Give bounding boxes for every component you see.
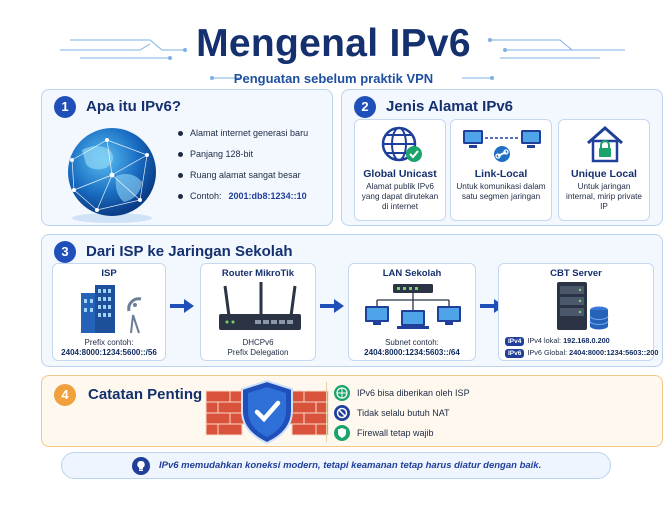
card-title: Unique Local: [571, 168, 637, 180]
bullet-item: Ruang alamat sangat besar: [178, 170, 301, 180]
card-unique-local: Unique Local Untuk jaringan internal, mi…: [558, 119, 650, 221]
section-number-1: 1: [54, 96, 76, 118]
section-4-title: Catatan Penting: [88, 386, 203, 403]
node-desc: Prefix Delegation: [227, 348, 289, 357]
globe-check-icon: [381, 126, 422, 162]
example-address: 2001:db8:1234::10: [228, 191, 307, 201]
card-title: Global Unicast: [363, 168, 437, 180]
card-description: Alamat publik IPv6 yang dapat dirutekan …: [361, 182, 439, 211]
ipv6-badge: IPv6: [505, 349, 525, 358]
node-title: LAN Sekolah: [382, 268, 442, 279]
section-2-title: Jenis Alamat IPv6: [386, 98, 514, 115]
firewall-shield-icon: [205, 379, 329, 445]
section-isp-to-school: 3 Dari ISP ke Jaringan Sekolah ISP Prefi…: [41, 234, 663, 367]
card-link-local: Link-Local Untuk komunikasi dalam satu s…: [450, 119, 552, 221]
house-lock-icon: [587, 125, 623, 163]
section-3-title: Dari ISP ke Jaringan Sekolah: [86, 243, 293, 260]
footer-text: IPv6 memudahkan koneksi modern, tetapi k…: [159, 460, 542, 471]
bullet-example: Contoh:2001:db8:1234::10: [178, 191, 307, 201]
router-icon: [219, 282, 301, 330]
section-1-title: Apa itu IPv6?: [86, 98, 182, 115]
isp-prefix: 2404:8000:1234:5600::/56: [61, 348, 157, 357]
node-desc: DHCPv6: [242, 338, 274, 347]
section-number-4: 4: [54, 384, 76, 406]
page-title: Mengenal IPv6: [196, 22, 471, 65]
server-database-icon: [557, 282, 609, 330]
node-title: Router MikroTik: [221, 268, 295, 279]
note-item: IPv6 bisa diberikan oleh ISP: [334, 385, 470, 401]
prohibited-icon: [334, 405, 350, 421]
section-number-2: 2: [354, 96, 376, 118]
section-what-is-ipv6: 1 Apa itu IPv6? Alamat internet generasi…: [41, 89, 333, 226]
card-description: Untuk jaringan internal, mirip private I…: [566, 182, 642, 211]
building-antenna-icon: [81, 285, 142, 334]
page-subtitle: Penguatan sebelum praktik VPN: [233, 71, 434, 86]
globe-icon: [334, 385, 350, 401]
ipv4-badge: IPv4: [505, 337, 525, 346]
node-title: CBT Server: [550, 268, 602, 279]
note-item: Firewall tetap wajib: [334, 425, 434, 441]
node-isp: ISP Prefix contoh: 2404:8000:1234:5600::…: [52, 263, 166, 361]
lan-computers-icon: [365, 284, 461, 329]
node-router: Router MikroTik DHCPv6 Prefix Delegation: [200, 263, 316, 361]
globe-network-icon: [68, 128, 156, 223]
arrow-right-icon: [320, 299, 344, 313]
card-description: Untuk komunikasi dalam satu segmen jarin…: [456, 182, 546, 201]
divider: [326, 382, 327, 442]
node-desc: Prefix contoh:: [84, 338, 134, 347]
card-title: Link-Local: [474, 168, 528, 180]
bullet-item: Alamat internet generasi baru: [178, 128, 308, 138]
lan-subnet: 2404:8000:1234:5603::/64: [364, 348, 460, 357]
node-desc: Subnet contoh:: [385, 338, 439, 347]
card-global-unicast: Global Unicast Alamat publik IPv6 yang d…: [354, 119, 446, 221]
section-number-3: 3: [54, 241, 76, 263]
section-important-notes: 4 Catatan Penting IPv6 bisa diberikan ol…: [41, 375, 663, 447]
lightbulb-icon: [132, 457, 150, 475]
node-title: ISP: [101, 268, 117, 279]
note-item: Tidak selalu butuh NAT: [334, 405, 450, 421]
arrow-right-icon: [170, 299, 194, 313]
node-lan: LAN Sekolah Subnet contoh: 2404:8000:123…: [348, 263, 476, 361]
bullet-item: Panjang 128-bit: [178, 149, 253, 159]
footer-banner: IPv6 memudahkan koneksi modern, tetapi k…: [61, 452, 611, 479]
shield-icon: [334, 425, 350, 441]
section-address-types: 2 Jenis Alamat IPv6 Global Unicast Alama…: [341, 89, 663, 226]
linked-computers-icon: [463, 130, 541, 162]
